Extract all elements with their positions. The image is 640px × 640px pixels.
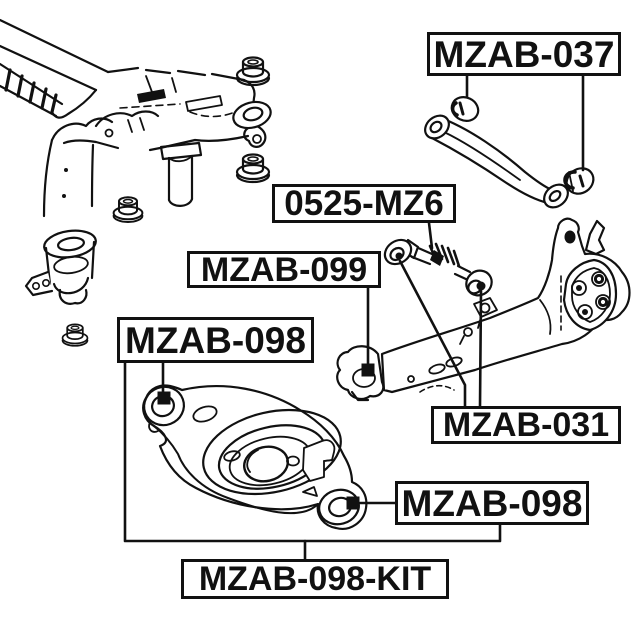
subframe-crossmember-drawing — [0, 18, 272, 347]
label-text: MZAB-037 — [433, 33, 615, 75]
bushing-position-markers — [157, 281, 486, 510]
label-text: 0525-MZ6 — [284, 184, 444, 223]
subframe-arm-bushing — [24, 229, 97, 305]
trailing-arm-drawing — [336, 217, 631, 402]
label-text: MZAB-098 — [125, 319, 306, 361]
mount-bushing-nut — [235, 153, 271, 184]
trailing-arm-front-bushing — [336, 345, 385, 402]
toe-adjust-link-drawing — [383, 238, 493, 297]
label-text: MZAB-098-KIT — [198, 560, 432, 598]
label-box-mzab-098-rear: MZAB-098 — [395, 481, 589, 525]
mount-bushing-nut — [61, 323, 89, 347]
mount-bushing-nut — [235, 56, 271, 87]
lower-control-arm-drawing — [142, 384, 368, 530]
lower-arm-front-bushing — [143, 385, 185, 433]
label-box-mzab-037: MZAB-037 — [427, 32, 621, 76]
label-box-mzab-031: MZAB-031 — [431, 406, 621, 444]
bracket-plate — [560, 258, 618, 332]
label-box-mzab-099: MZAB-099 — [187, 251, 381, 288]
label-box-mzab-098-front: MZAB-098 — [117, 317, 314, 363]
label-box-0525-mz6: 0525-MZ6 — [272, 184, 456, 223]
mount-bushing-nut — [112, 196, 144, 223]
upper-lateral-arm-drawing — [424, 96, 595, 209]
callout-connector-lines — [123, 74, 585, 561]
washer-ring — [232, 100, 272, 130]
upper-arm-bushing-rear — [563, 167, 595, 195]
label-text: MZAB-099 — [200, 250, 368, 289]
label-box-mzab-098-kit: MZAB-098-KIT — [181, 559, 449, 599]
upper-arm-bushing-front — [450, 96, 480, 122]
label-text: MZAB-098 — [401, 482, 583, 524]
label-text: MZAB-031 — [442, 406, 610, 444]
